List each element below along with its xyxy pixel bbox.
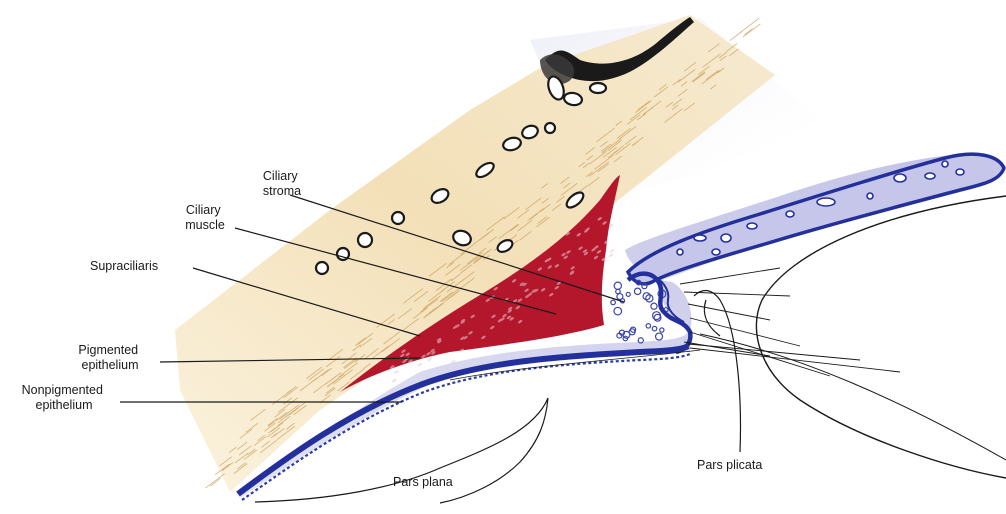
- sclera-fiber: [210, 478, 220, 486]
- stroma-cell: [651, 303, 657, 309]
- label-ciliary-stroma-line1: Ciliary: [263, 169, 298, 183]
- vessel: [316, 262, 328, 274]
- muscle-cell: [391, 378, 396, 383]
- iris-vessel: [677, 249, 683, 255]
- stroma-cell: [656, 333, 663, 340]
- label-pars-plana: Pars plana: [393, 475, 453, 489]
- iris-vessel: [817, 198, 835, 206]
- sclera-fiber: [205, 474, 224, 488]
- muscle-cell: [394, 370, 399, 375]
- pars-plicata-line-1: [694, 291, 740, 453]
- stroma-cell: [660, 328, 664, 332]
- lens: [756, 196, 1006, 478]
- muscle-cell: [427, 357, 432, 362]
- stroma-cell: [646, 324, 650, 328]
- sclera-fiber: [740, 18, 759, 32]
- vessel: [545, 123, 555, 133]
- stroma-cell: [614, 282, 621, 289]
- muscle-cell: [609, 248, 614, 253]
- label-ciliary-muscle-line1: Ciliary: [186, 203, 221, 217]
- iris-vessel: [694, 235, 706, 241]
- zonular-fiber: [680, 268, 780, 284]
- label-nonpigmented-epithelium-line2: epithelium: [36, 398, 93, 412]
- zonular-fibers: [680, 268, 900, 376]
- iris-vessel: [786, 211, 794, 217]
- muscle-cell: [417, 362, 422, 367]
- label-supraciliaris: Supraciliaris: [90, 259, 158, 273]
- label-ciliary-stroma-line2: stroma: [263, 184, 301, 198]
- iris-vessel: [942, 161, 948, 167]
- stroma-cell: [626, 292, 630, 296]
- vessel: [590, 83, 606, 93]
- iris-vessel: [925, 173, 935, 179]
- iris-vessel: [712, 249, 720, 255]
- stroma-cell: [634, 288, 640, 294]
- label-nonpigmented-epithelium-line1: Nonpigmented: [22, 383, 103, 397]
- muscle-cell: [609, 253, 614, 258]
- iris-vessel: [721, 234, 731, 242]
- sclera-fiber: [743, 24, 761, 37]
- stroma-cell: [652, 326, 657, 331]
- sclera-fiber: [730, 32, 742, 41]
- zonular-fiber: [690, 348, 900, 372]
- label-pigmented-epithelium-line2: epithelium: [82, 358, 139, 372]
- sclera-fiber: [745, 29, 753, 35]
- iris-vessel: [956, 169, 964, 175]
- label-ciliary-stroma: Ciliary stroma: [263, 169, 301, 198]
- label-pigmented-epithelium: Pigmented epithelium: [78, 343, 141, 372]
- label-ciliary-muscle: Ciliary muscle: [185, 203, 225, 232]
- zonular-fiber: [690, 318, 800, 346]
- label-nonpigmented-epithelium: Nonpigmented epithelium: [22, 383, 107, 412]
- stroma-cell: [614, 307, 622, 315]
- stroma-cell: [611, 300, 616, 305]
- vessel: [358, 233, 372, 247]
- lens-capsule-inner: [700, 334, 1006, 460]
- iris-vessel: [867, 193, 873, 199]
- pars-plicata-line-2: [704, 300, 720, 336]
- label-ciliary-muscle-line2: muscle: [185, 218, 225, 232]
- label-pars-plicata: Pars plicata: [697, 458, 762, 472]
- iris-vessel: [747, 223, 757, 229]
- label-pigmented-epithelium-line1: Pigmented: [78, 343, 138, 357]
- zonular-fiber: [684, 292, 790, 296]
- vessel: [392, 212, 404, 224]
- iris-vessel: [894, 174, 906, 182]
